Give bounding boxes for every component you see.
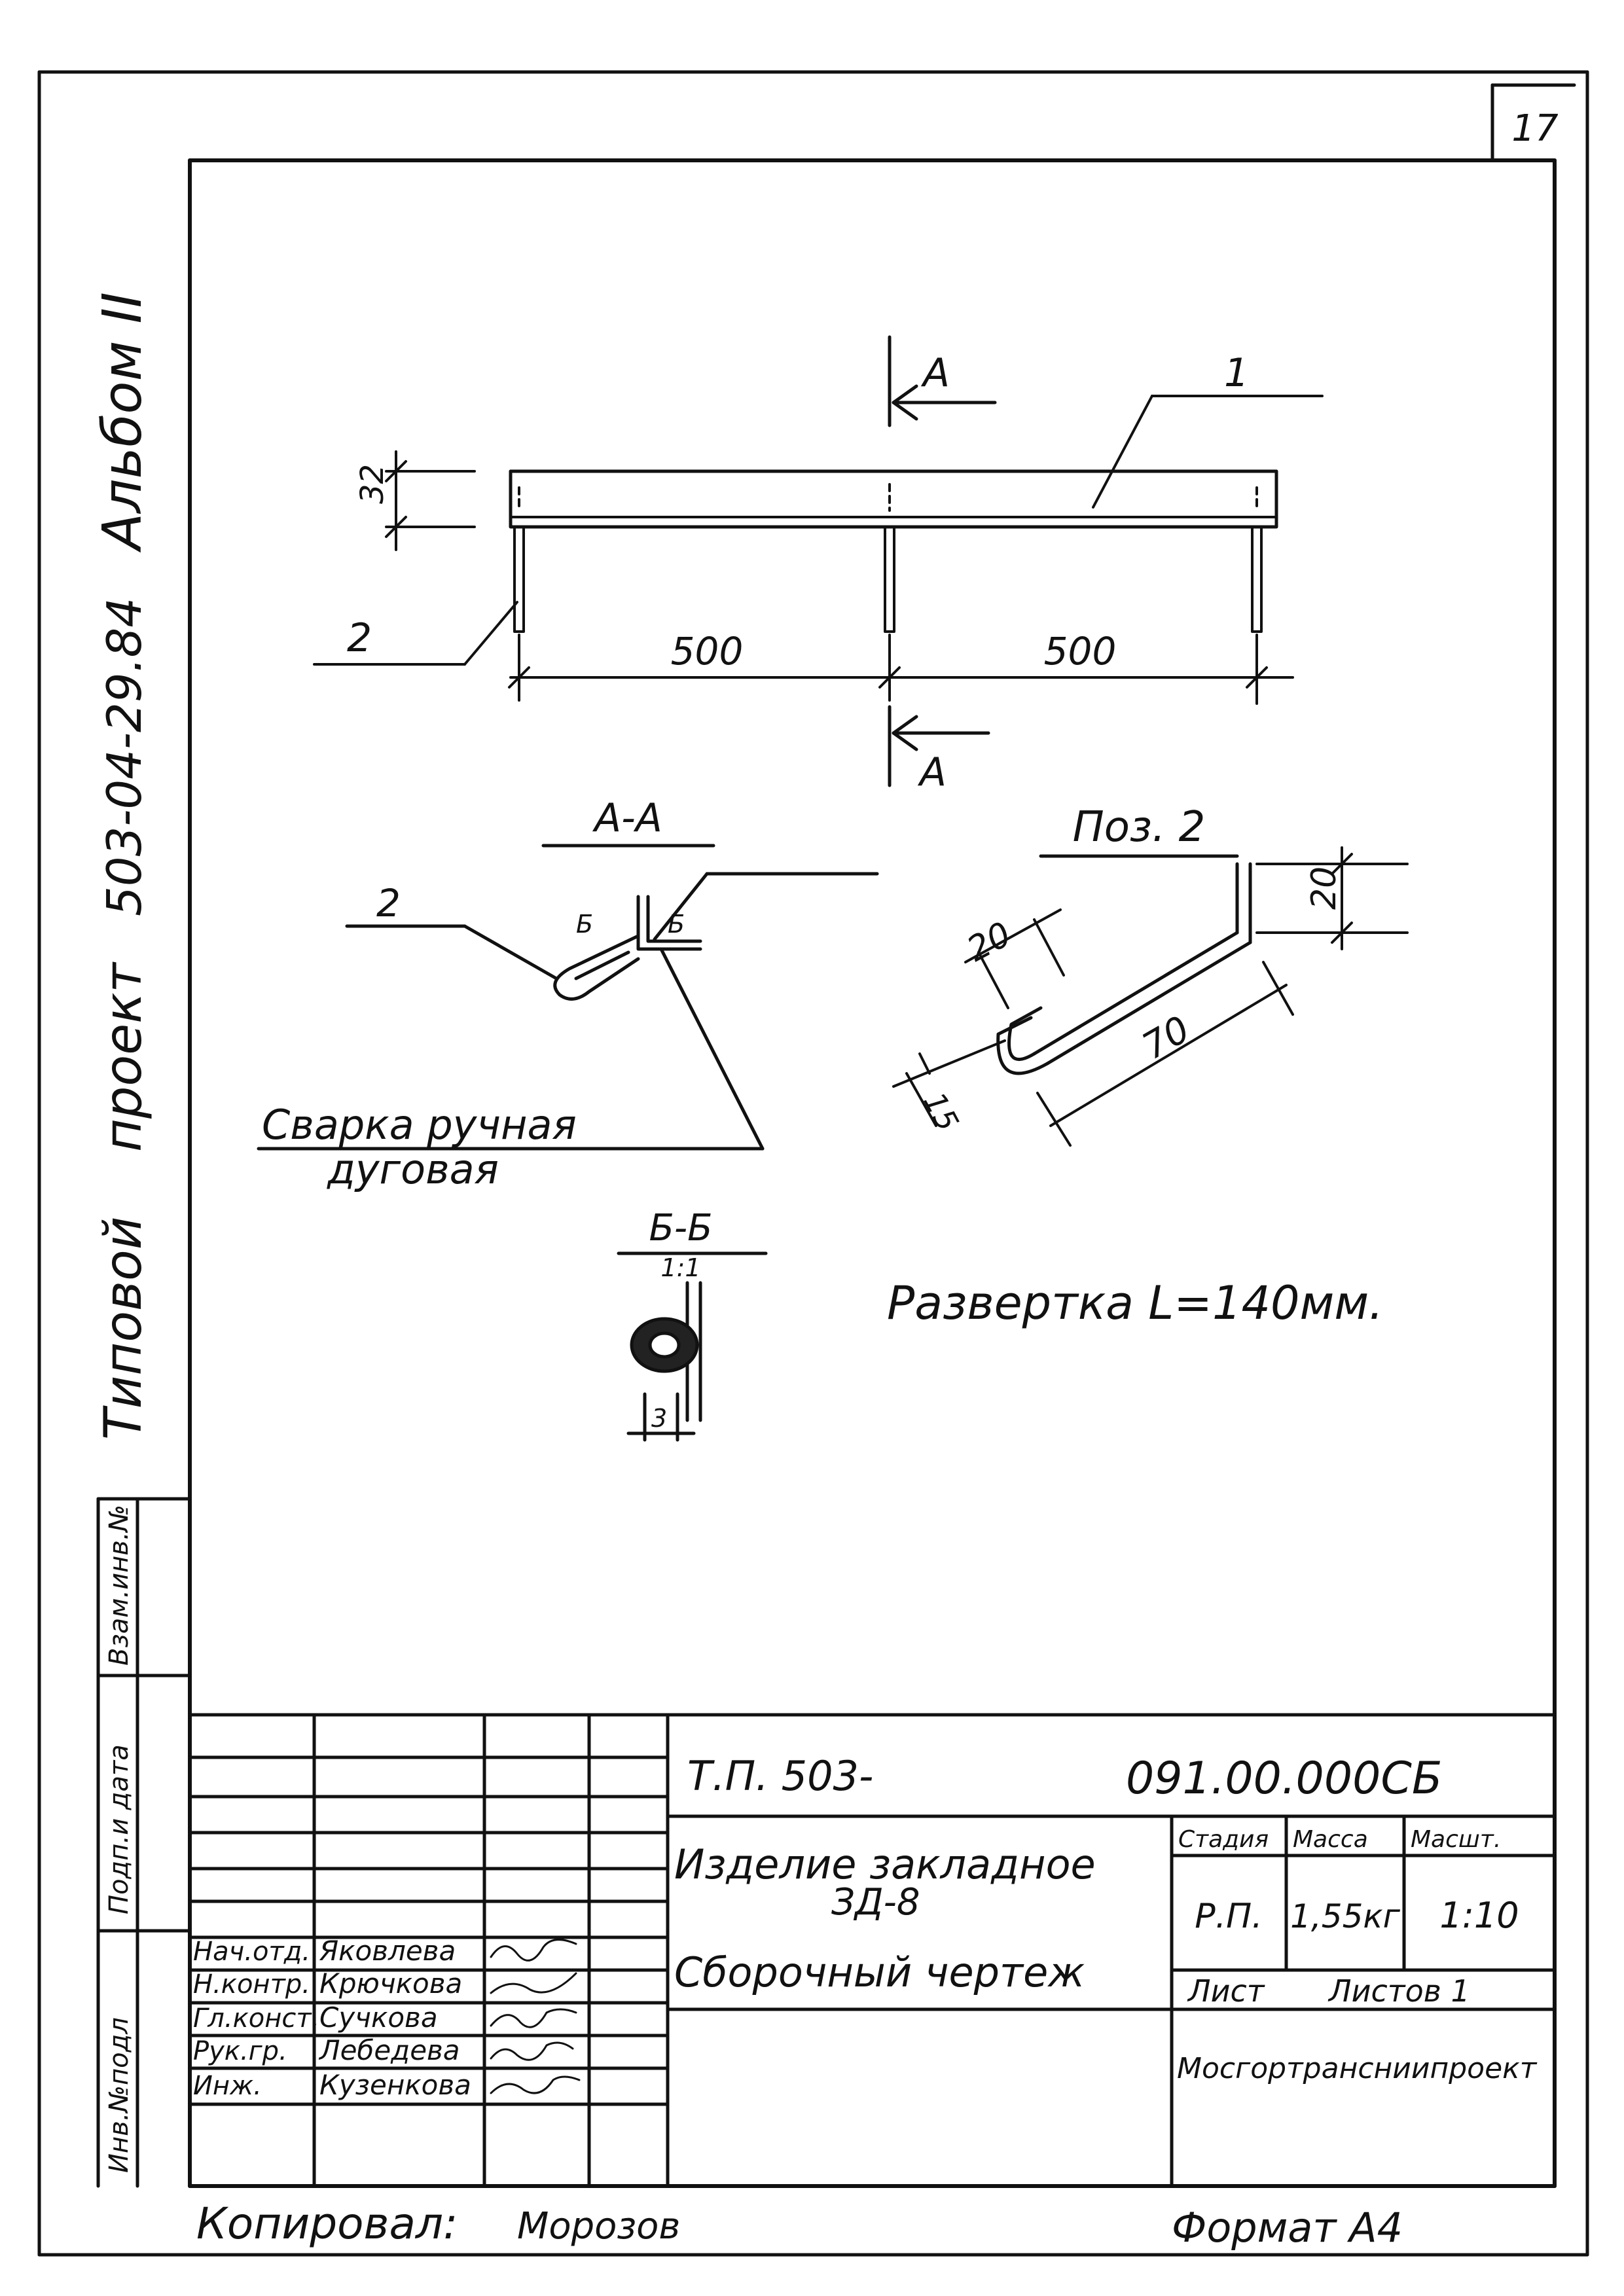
- section-bb-profile: [626, 1281, 702, 1442]
- page-number: 17: [1511, 107, 1559, 150]
- leader-2: [313, 601, 518, 666]
- pos2-dim-70: 70: [1136, 1008, 1197, 1068]
- dim-height-label: 32: [354, 464, 391, 504]
- role-label: Н.контр.: [193, 1969, 310, 2000]
- doc-code-left: Т.П. 503-: [687, 1752, 873, 1800]
- role-name: Крючкова: [319, 1967, 462, 2000]
- footer: Копировал: Морозов Формат А4: [196, 2198, 1403, 2251]
- section-bb-dim: 3: [651, 1404, 667, 1433]
- header-mass: Масса: [1293, 1826, 1368, 1853]
- item-name-line3: Сборочный чертеж: [674, 1948, 1085, 1996]
- role-rows: Нач.отд. Яковлева Н.контр. Крючкова Гл.к…: [193, 1935, 471, 2101]
- section-bb-scale: 1:1: [660, 1253, 700, 1282]
- side-title-typical: Типовой: [94, 1217, 153, 1440]
- role-name: Сучкова: [319, 2001, 438, 2034]
- section-bb-title: Б-Б: [649, 1207, 712, 1249]
- dim-span-left: 500: [671, 629, 744, 673]
- pos2-dims: [892, 846, 1409, 1147]
- role-label: Гл.конст.: [193, 2003, 319, 2034]
- sheets-label: Листов 1: [1327, 1973, 1470, 2009]
- pos2-bar: [996, 862, 1252, 1075]
- section-aa: А-А 2 Б Б Сварка ручная дуговая: [257, 795, 879, 1193]
- signature-scribbles: [490, 1939, 581, 2094]
- dim-span-right: 500: [1044, 629, 1117, 673]
- role-name: Лебедева: [318, 2034, 460, 2066]
- side-title-album: Альбом II: [92, 292, 154, 553]
- section-mark-top: А: [920, 350, 950, 396]
- format-label: Формат А4: [1172, 2204, 1403, 2251]
- title-block: Нач.отд. Яковлева Н.контр. Крючкова Гл.к…: [188, 1713, 1557, 2188]
- section-aa-note-2: Б: [668, 910, 685, 939]
- pos2-dim-20-vertical: 20: [1305, 867, 1344, 910]
- organization: Мосгортрансниипроект: [1177, 2052, 1538, 2085]
- pos2-dim-15: 15: [916, 1086, 965, 1137]
- side-title-project-number: 503-04-29.84: [97, 598, 152, 916]
- left-strip-replace-inv: Взам.инв.№: [104, 1505, 134, 1666]
- doc-code-right: 091.00.000СБ: [1126, 1753, 1442, 1804]
- weld-note-line1: Сварка ручная: [262, 1101, 577, 1149]
- role-label: Инж.: [193, 2071, 262, 2101]
- outer-frame: [37, 70, 1589, 2257]
- section-aa-leader-label: 2: [376, 881, 401, 925]
- side-title-project: проект: [94, 961, 153, 1152]
- item-name-line1: Изделие закладное: [674, 1840, 1096, 1888]
- value-stage: Р.П.: [1195, 1897, 1263, 1936]
- header-stage: Стадия: [1178, 1826, 1269, 1853]
- left-strip-sign-date: Подп.и дата: [104, 1744, 134, 1914]
- pos2-title: Поз. 2: [1073, 803, 1206, 852]
- role-label: Нач.отд.: [193, 1937, 310, 1967]
- main-view: А А 1 2 32: [313, 335, 1324, 795]
- role-label: Рук.гр.: [193, 2036, 287, 2066]
- value-mass: 1,55кг: [1290, 1897, 1401, 1935]
- section-bb: Б-Б 1:1 3: [617, 1207, 768, 1442]
- dim-span: [508, 634, 1294, 705]
- section-mark-bottom: А: [917, 749, 947, 795]
- section-aa-title: А-А: [592, 795, 662, 841]
- value-scale: 1:10: [1439, 1895, 1519, 1936]
- header-scale: Масшт.: [1411, 1826, 1501, 1853]
- sheet-label: Лист: [1187, 1973, 1265, 2009]
- role-name: Яковлева: [319, 1935, 456, 1967]
- pos2-detail: Поз. 2: [892, 803, 1409, 1147]
- section-aa-note-1: Б: [576, 910, 593, 939]
- dim-height: [385, 450, 476, 551]
- copied-label: Копировал:: [196, 2198, 458, 2249]
- inner-frame: [188, 158, 1557, 2188]
- left-strip: Взам.инв.№ Подп.и дата Инв.№подл: [96, 1497, 192, 2188]
- left-strip-inv-orig: Инв.№подл: [104, 2017, 134, 2173]
- weld-note-line2: дуговая: [327, 1145, 499, 1193]
- page-number-box: 17: [1490, 83, 1576, 162]
- side-title: Типовой проект 503-04-29.84 Альбом II: [92, 292, 154, 1440]
- leader-1: [1092, 395, 1324, 509]
- role-name: Кузенкова: [319, 2069, 471, 2101]
- copied-name: Морозов: [517, 2205, 680, 2248]
- leader-2-label: 2: [347, 615, 372, 661]
- leader-1-label: 1: [1224, 350, 1249, 396]
- item-name-line2: ЗД-8: [831, 1881, 920, 1924]
- section-aa-profile: [257, 872, 879, 1151]
- section-cut-aa: [888, 335, 997, 787]
- development-note: Развертка L=140мм.: [887, 1276, 1383, 1330]
- anchor-rods: [513, 483, 1263, 633]
